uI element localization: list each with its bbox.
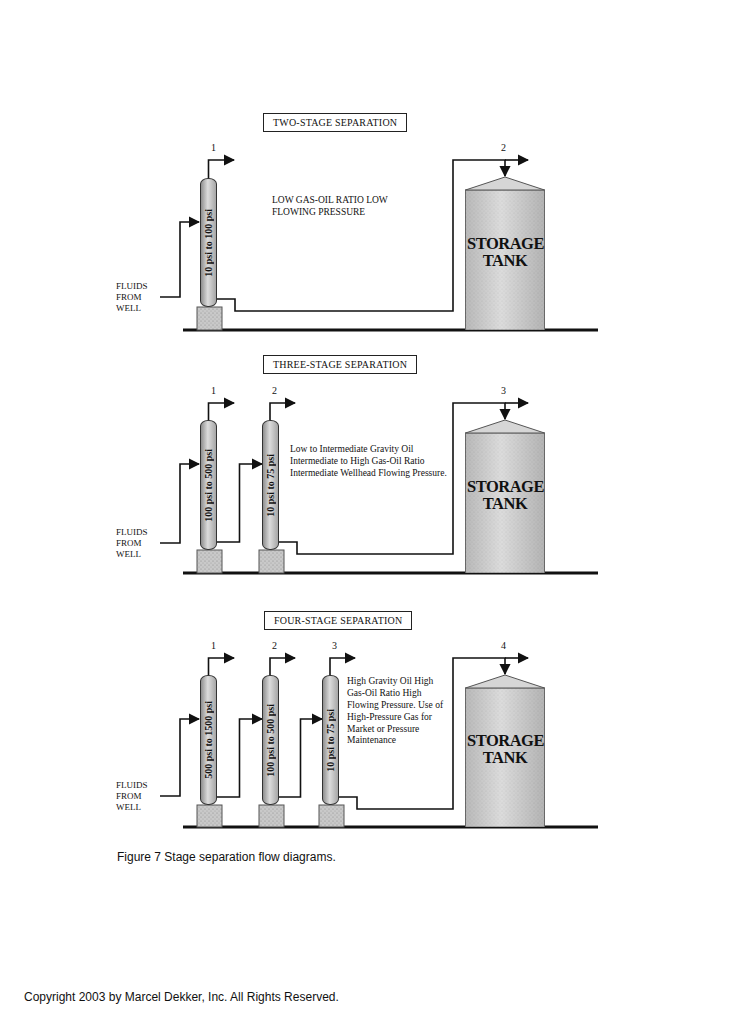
edge-group [217,160,505,809]
flow-connector [217,464,262,542]
callout-number: 1 [211,640,216,651]
well-inlet [160,464,199,543]
pressure-range: 10 psi to 75 psi [325,709,336,772]
separator-vessel: 500 psi to 1500 psi [200,675,217,805]
tank-roof [466,675,545,688]
stage-heading: TWO-STAGE SEPARATION [263,113,407,132]
vessel-base [197,805,222,827]
inlet-label: FLUIDS FROM WELL [116,527,158,559]
vessel-base [197,307,222,330]
tank-stipple [466,433,545,573]
stage-heading: THREE-STAGE SEPARATION [263,355,417,374]
inlet-label: FLUIDS FROM WELL [116,780,158,812]
flow-connector [217,719,262,797]
separator-vessel: 10 psi to 75 psi [322,675,339,805]
tank-roof [466,420,545,433]
gas-outlet [505,657,528,659]
separator-vessel: 100 psi to 500 psi [200,420,217,550]
operating-note: High Gravity Oil High Gas-Oil Ratio High… [347,676,447,747]
gas-outlet [505,159,528,161]
gas-outlet [270,658,295,675]
tank-body [466,190,545,330]
well-inlet [160,222,199,297]
tank-body [466,433,545,573]
callout-number: 3 [332,640,337,651]
operating-note: Low to Intermediate Gravity Oil Intermed… [290,444,448,480]
separator-vessel: 10 psi to 75 psi [262,420,279,550]
tank-stipple [466,190,545,330]
tank-stipple [466,688,545,827]
operating-note: LOW GAS-OIL RATIO LOW FLOWING PRESSURE [272,195,407,219]
callout-number: 4 [501,640,506,651]
inlet-label: FLUIDS FROM WELL [116,281,158,313]
pressure-range: 100 psi to 500 psi [203,449,214,522]
storage-tank: STORAGE TANK [465,176,545,330]
tank-label: STORAGE TANK [465,732,545,767]
tank-label: STORAGE TANK [465,235,545,270]
flow-connector [217,160,505,311]
pressure-range: 10 psi to 100 psi [203,209,214,277]
pressure-range: 100 psi to 500 psi [265,704,276,777]
flow-connector [279,719,322,797]
storage-tank: STORAGE TANK [465,674,545,827]
pressure-range: 500 psi to 1500 psi [203,701,214,779]
stage-heading: FOUR-STAGE SEPARATION [264,611,412,630]
tank-label: STORAGE TANK [465,478,545,513]
vessel-base [197,550,222,573]
callout-number: 1 [211,385,216,396]
callout-number: 1 [211,142,216,153]
tank-body [466,688,545,827]
gas-outlet [209,403,235,420]
storage-tank: STORAGE TANK [465,419,545,573]
gas-outlet [209,658,235,675]
separator-vessel: 100 psi to 500 psi [262,675,279,805]
vessel-base [259,550,284,573]
callout-number: 2 [272,385,277,396]
gas-outlet [209,160,235,178]
separator-vessel: 10 psi to 100 psi [200,178,217,307]
well-inlet [160,719,199,796]
heading-text: THREE-STAGE SEPARATION [273,359,407,370]
gas-outlet [505,402,528,404]
gas-outlet [330,658,355,675]
heading-text: FOUR-STAGE SEPARATION [274,615,402,626]
static-piping [160,160,598,827]
figure-caption: Figure 7 Stage separation flow diagrams. [117,850,336,864]
callout-number: 3 [501,385,506,396]
tank-roof [466,177,545,190]
copyright-notice: Copyright 2003 by Marcel Dekker, Inc. Al… [24,990,339,1004]
vessel-base [259,805,284,827]
heading-text: TWO-STAGE SEPARATION [273,117,397,128]
callout-number: 2 [501,142,506,153]
gas-outlet [270,403,295,420]
pressure-range: 10 psi to 75 psi [265,454,276,517]
vessel-base [319,805,344,827]
callout-number: 2 [272,640,277,651]
